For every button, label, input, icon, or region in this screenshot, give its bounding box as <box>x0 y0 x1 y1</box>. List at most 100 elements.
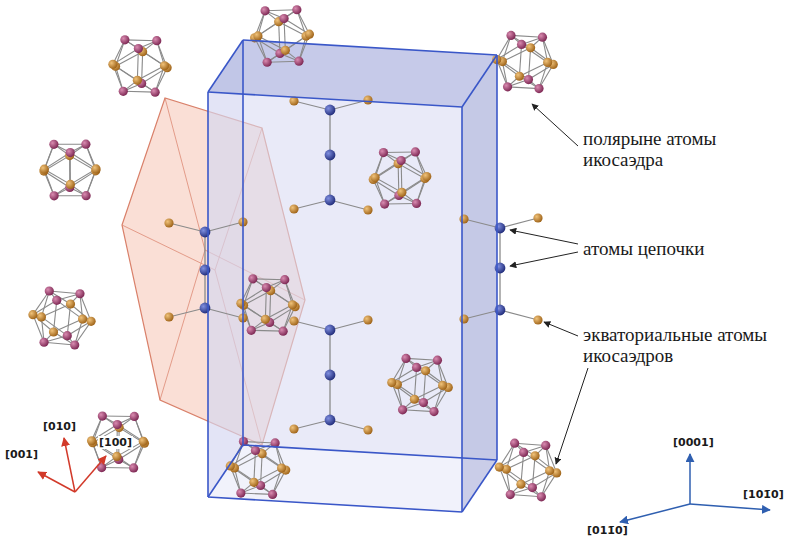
equatorial-atom <box>112 452 121 461</box>
bond-line <box>508 87 539 89</box>
icosahedron-bonds <box>255 10 310 63</box>
chain-bond <box>330 200 368 210</box>
equatorial-atom <box>86 317 95 326</box>
polar-atom <box>429 407 438 416</box>
equatorial-atom <box>370 173 379 182</box>
bond-line <box>102 467 134 468</box>
polar-atom <box>130 412 139 421</box>
rhombohedral-edge <box>122 225 215 270</box>
polar-atom <box>260 6 269 15</box>
chain-bond <box>169 308 205 317</box>
equatorial-atom <box>515 72 524 81</box>
axis-label: [101̄0] <box>742 488 785 501</box>
equatorial-atom <box>164 312 173 321</box>
cell-edge <box>462 55 497 107</box>
cell-edge <box>208 445 243 497</box>
polar-atom <box>152 36 161 45</box>
polar-atom <box>510 439 519 448</box>
equatorial-atom <box>438 381 447 390</box>
icosahedron-bonds <box>241 279 295 331</box>
polar-atom <box>379 148 388 157</box>
bond-line <box>254 468 282 482</box>
chain-atom <box>325 325 336 336</box>
bond-line <box>142 52 143 84</box>
chain-bond <box>294 420 330 429</box>
bond-line <box>254 451 256 483</box>
polar-atom <box>45 286 54 295</box>
cell-edge <box>461 107 463 512</box>
bond-line <box>385 203 417 205</box>
polar-atom <box>251 446 260 455</box>
polar-atom <box>538 33 547 42</box>
leader-line <box>510 230 578 244</box>
equatorial-atom <box>495 463 504 472</box>
cell-edge <box>208 497 462 512</box>
equatorial-atom <box>363 315 372 324</box>
bond-line <box>521 471 550 484</box>
icosahedron-atoms <box>39 140 100 201</box>
polar-atom <box>98 411 107 420</box>
chain-bond <box>330 420 368 430</box>
chain-atom <box>325 105 336 116</box>
polar-atom <box>52 296 61 305</box>
equatorial-atom <box>261 315 270 324</box>
chain-bond <box>294 101 330 110</box>
bond-line <box>270 291 271 323</box>
polar-atom <box>119 87 128 96</box>
axis-arrow <box>690 504 770 510</box>
equatorial-atom <box>289 204 298 213</box>
polar-atom <box>129 463 138 472</box>
equatorial-atom <box>37 312 46 321</box>
equatorial-atom <box>49 327 58 336</box>
icosahedron-atoms <box>108 35 171 97</box>
icosahedron-bonds <box>392 358 448 411</box>
polar-atom <box>50 191 59 200</box>
equatorial-atom <box>249 478 258 487</box>
rhombohedral-edge <box>160 250 205 400</box>
equatorial-atom <box>236 299 245 308</box>
equatorial-atom <box>459 214 468 223</box>
icosahedron-atoms <box>369 147 432 208</box>
cell-face <box>208 92 462 512</box>
bond-line <box>284 19 285 51</box>
polar-atom <box>236 488 245 497</box>
chain-bond <box>330 320 368 330</box>
callout-label: атомы цепочки <box>581 238 706 259</box>
axis-label: [0001] <box>672 436 715 449</box>
polar-atom <box>506 490 515 499</box>
bond-line <box>49 291 80 294</box>
polar-atom <box>280 275 289 284</box>
icosahedron-atoms <box>28 286 95 349</box>
bond-line <box>123 91 155 93</box>
leader-line <box>544 322 578 336</box>
equatorial-atom <box>516 480 525 489</box>
equatorial-atom <box>530 451 539 460</box>
equatorial-atom <box>526 43 535 52</box>
polar-atom <box>82 191 91 200</box>
cell-edge <box>243 445 497 460</box>
polar-atom <box>75 289 84 298</box>
bond-line <box>267 61 299 62</box>
icosahedron-bonds <box>33 291 91 345</box>
equatorial-atom <box>387 378 396 387</box>
polar-atom <box>506 31 515 40</box>
leader-line <box>510 252 578 266</box>
icosahedron-atoms <box>236 274 299 336</box>
equatorial-atom <box>91 164 100 173</box>
bond-line <box>137 66 164 81</box>
chain-atom <box>325 150 336 161</box>
equatorial-atom <box>277 463 286 472</box>
equatorial-atom <box>363 95 372 104</box>
bond-line <box>265 10 297 11</box>
equatorial-atom <box>133 76 142 85</box>
polar-atom <box>63 331 72 340</box>
polar-atom <box>70 340 79 349</box>
polar-atom <box>263 58 272 67</box>
equatorial-atom <box>363 425 372 434</box>
polar-atom <box>292 5 301 14</box>
bond-line <box>265 288 266 320</box>
polar-atom <box>380 199 389 208</box>
rhombohedral-edge <box>165 98 205 250</box>
icosahedron-atoms <box>495 439 562 502</box>
